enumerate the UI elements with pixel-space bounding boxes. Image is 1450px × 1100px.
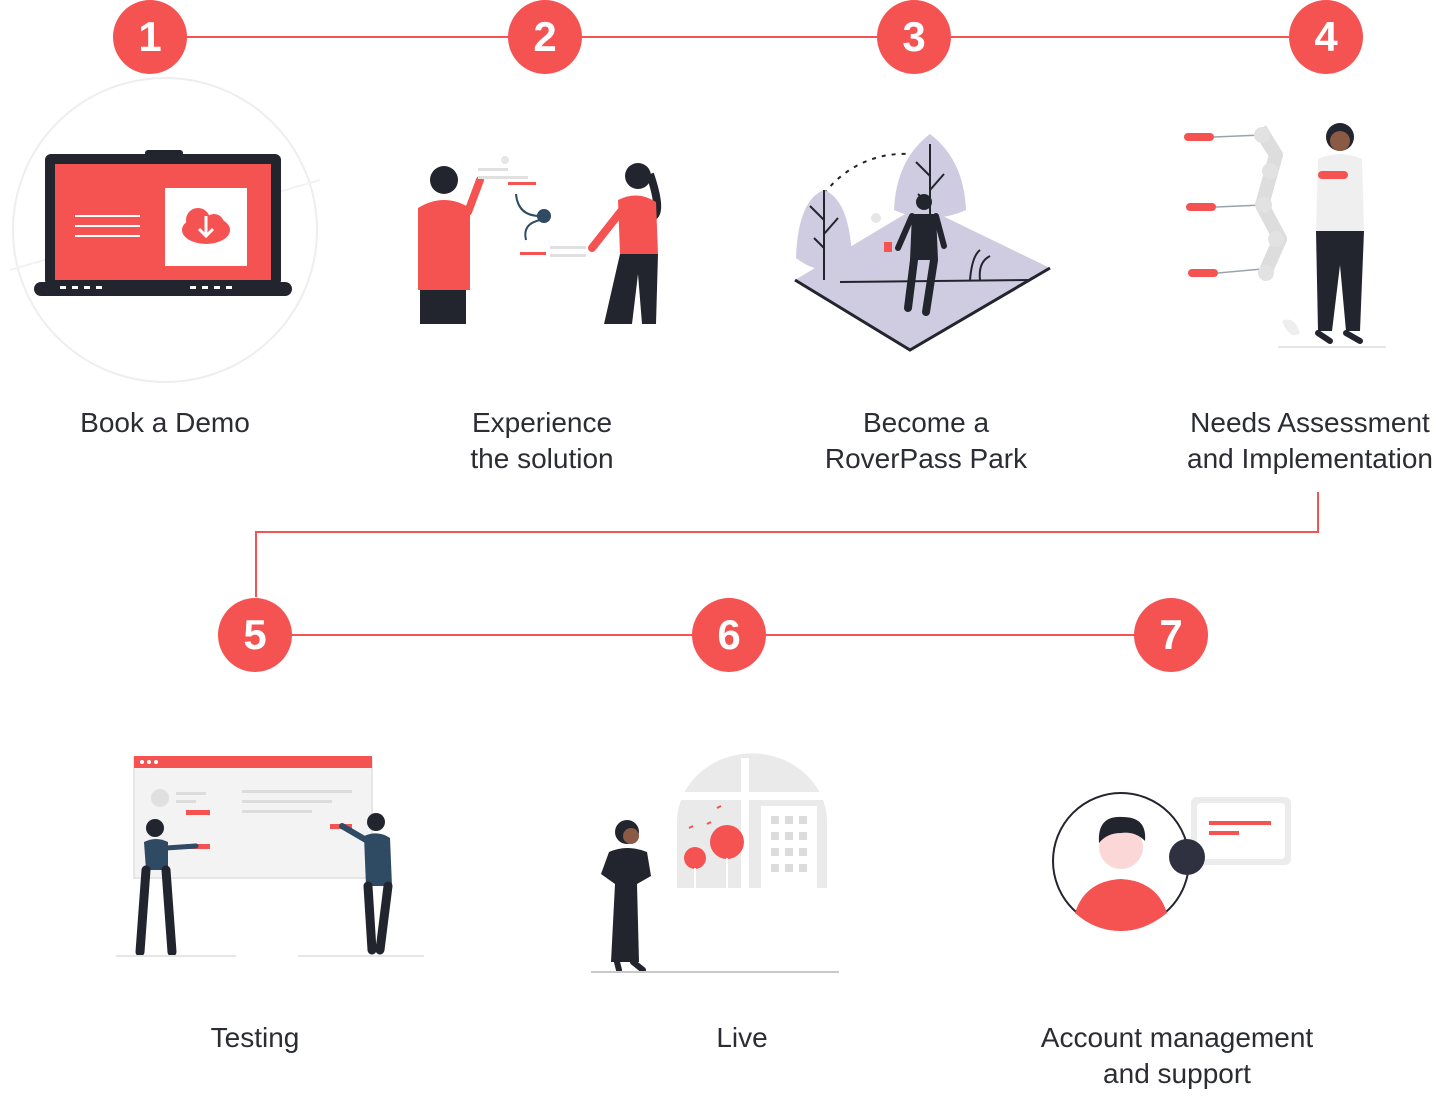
step-3-label-line-2: RoverPass Park xyxy=(824,443,1028,474)
step-5-label-line-1: Testing xyxy=(210,1022,300,1053)
woman-at-window-icon xyxy=(591,753,839,973)
step-7-badge: 7 xyxy=(1134,598,1208,672)
step-3-label-line-1: Become a xyxy=(862,407,990,438)
step-5-label: Testing xyxy=(125,1020,385,1056)
step-3-label: Become a RoverPass Park xyxy=(786,405,1066,477)
step-7-label-line-2: and support xyxy=(1103,1058,1251,1089)
connector-row-1-to-row-2 xyxy=(255,492,1319,597)
step-2-badge: 2 xyxy=(508,0,582,74)
step-2-label: Experience the solution xyxy=(412,405,672,477)
support-avatar-chat-icon xyxy=(1052,792,1291,931)
step-1-badge: 1 xyxy=(113,0,187,74)
person-walking-in-park-icon xyxy=(794,134,1051,352)
step-4-label-line-1: Needs Assessment xyxy=(1190,407,1430,438)
step-6-label-line-1: Live xyxy=(716,1022,768,1053)
step-4-label-line-2: and Implementation xyxy=(1187,443,1433,474)
step-6-label: Live xyxy=(612,1020,872,1056)
step-7-label: Account management and support xyxy=(1022,1020,1332,1092)
laptop-cloud-download-icon xyxy=(9,77,321,383)
step-1-label: Book a Demo xyxy=(35,405,295,441)
people-testing-browser-icon xyxy=(116,756,424,957)
woman-with-checklist-icon xyxy=(1184,123,1386,348)
step-5-badge: 5 xyxy=(218,598,292,672)
step-7-label-line-1: Account management xyxy=(1040,1022,1314,1053)
step-4-label: Needs Assessment and Implementation xyxy=(1170,405,1450,477)
two-people-collaborating-icon xyxy=(418,156,662,324)
step-1-label-line-1: Book a Demo xyxy=(80,407,250,438)
step-2-label-line-2: the solution xyxy=(470,443,614,474)
step-2-label-line-1: Experience xyxy=(471,407,613,438)
step-6-badge: 6 xyxy=(692,598,766,672)
step-4-badge: 4 xyxy=(1289,0,1363,74)
step-3-badge: 3 xyxy=(877,0,951,74)
